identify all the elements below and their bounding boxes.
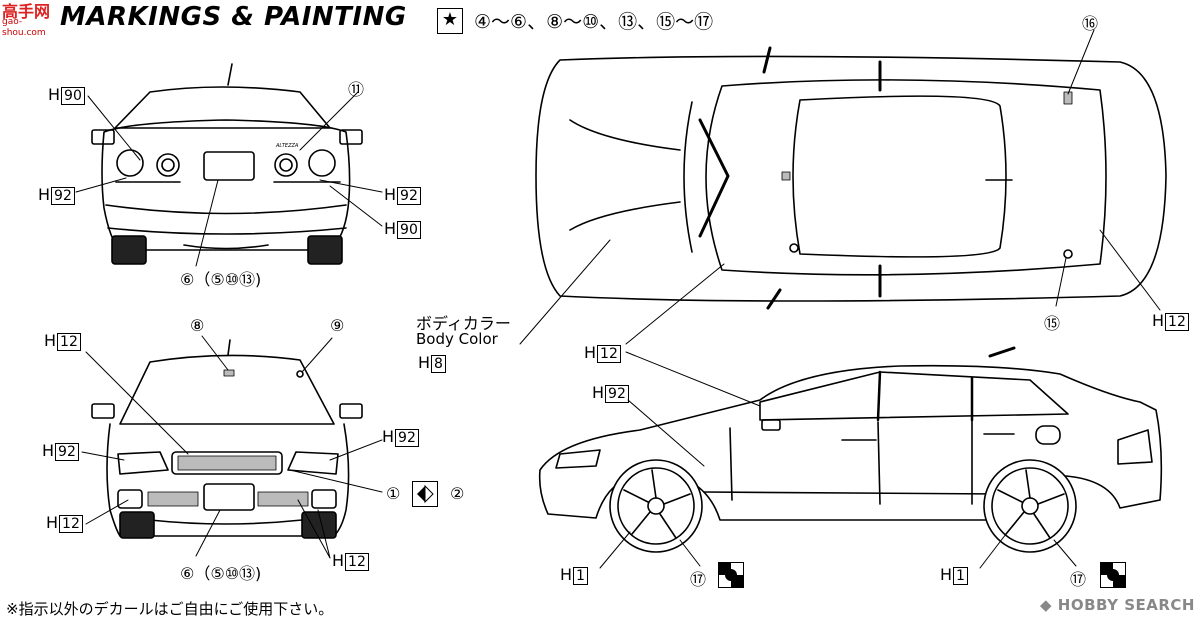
- rear-decals: ⑥（⑤⑩⑬): [180, 270, 262, 289]
- site-logo-main: 高手网: [2, 2, 51, 21]
- watermark-text: HOBBY SEARCH: [1057, 596, 1195, 614]
- star-icon: ★: [437, 8, 463, 34]
- front-callout-8: ⑧: [190, 316, 205, 335]
- front-callout-9: ⑨: [330, 316, 345, 335]
- side-callout-17-front: ⑰: [690, 570, 707, 589]
- decal-list: ④〜⑥、⑧〜⑩、⑬、⑮〜⑰: [474, 11, 714, 33]
- front-callout-1: ①: [386, 484, 401, 503]
- site-logo-sub: gao-shou.com: [2, 17, 46, 38]
- decal-swatch-1-2: [412, 481, 438, 507]
- top-view-drawing: [519, 29, 1167, 345]
- decal-swatch-17-front: [718, 562, 744, 588]
- front-decals: ⑥（⑤⑩⑬): [180, 564, 262, 583]
- watermark: ◆ HOBBY SEARCH: [1040, 596, 1195, 614]
- rear-callout-11: ⑪: [348, 80, 365, 99]
- body-color-jp: ボディカラー: [416, 314, 511, 333]
- hobby-search-logo-icon: ◆: [1040, 596, 1053, 614]
- top-callout-16: ⑯: [1082, 14, 1099, 33]
- rear-view-drawing: [75, 63, 383, 267]
- front-callout-2: ②: [450, 484, 465, 503]
- body-color-en: Body Color: [416, 330, 498, 348]
- rear-wheel: [983, 459, 1077, 553]
- page-title: MARKINGS & PAINTING: [60, 2, 407, 32]
- top-callout-15: ⑮: [1044, 314, 1061, 333]
- footer-note: ※指示以外のデカールはご自由にご使用下さい。: [6, 600, 334, 618]
- side-callout-17-rear: ⑰: [1070, 570, 1087, 589]
- rear-badge: ALTEZZA: [276, 143, 299, 149]
- front-view-drawing: [81, 335, 383, 559]
- front-wheel: [609, 459, 703, 553]
- decal-swatch-17-rear: [1100, 562, 1126, 588]
- site-logo: 高手网 gao-shou.com: [2, 2, 62, 39]
- side-view-drawing: [538, 346, 1163, 569]
